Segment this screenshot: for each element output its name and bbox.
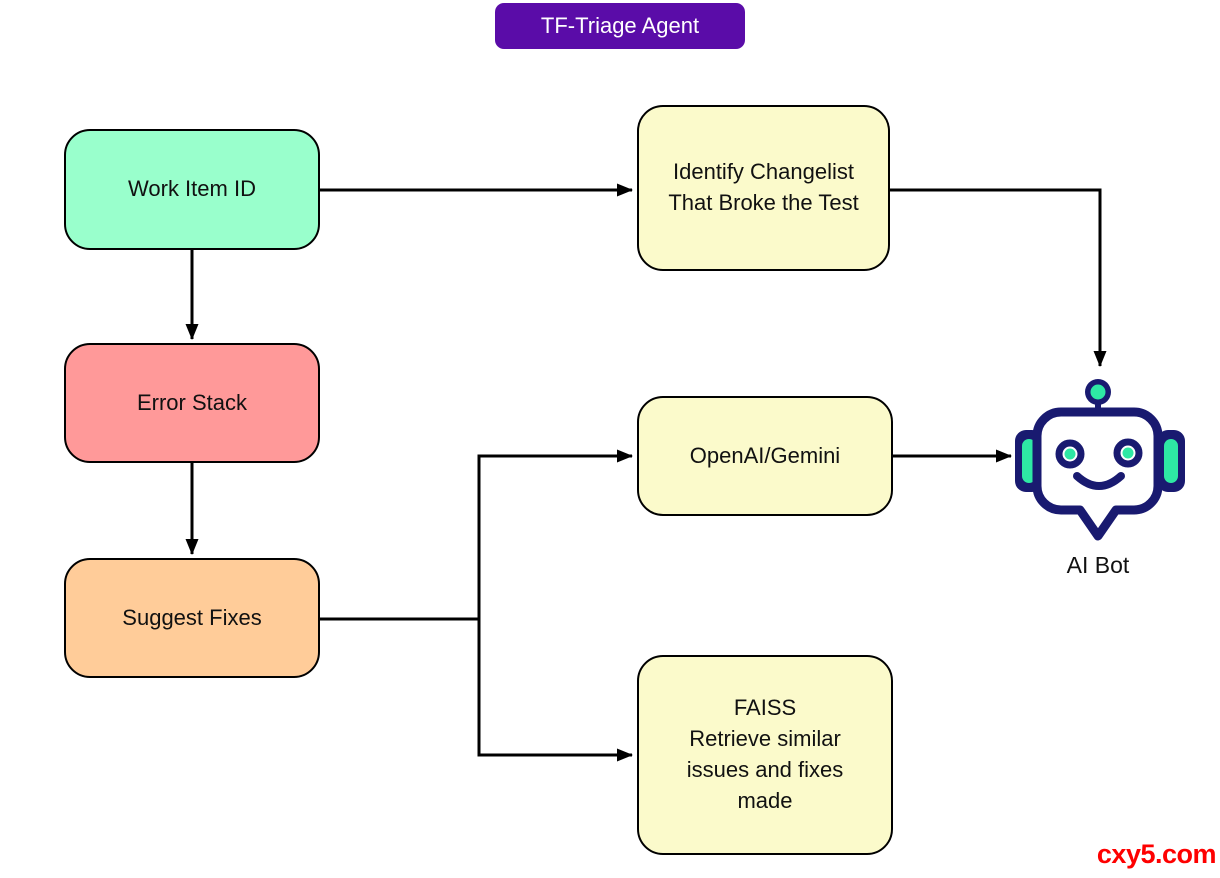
ai-bot-label: AI Bot bbox=[1066, 551, 1130, 578]
node-work-item-id: Work Item ID bbox=[64, 129, 320, 250]
edge-suggestfixes-to-openai bbox=[477, 449, 633, 619]
node-identify-changelist: Identify Changelist That Broke the Test bbox=[637, 105, 890, 271]
node-error-stack: Error Stack bbox=[64, 343, 320, 463]
node-openai-gemini: OpenAI/Gemini bbox=[637, 396, 893, 516]
diagram-title: TF-Triage Agent bbox=[495, 3, 745, 49]
node-suggest-fixes: Suggest Fixes bbox=[64, 558, 320, 678]
robot-icon bbox=[1015, 379, 1185, 541]
ai-bot-icon bbox=[1010, 370, 1190, 570]
edge-identify-to-bot bbox=[890, 188, 1107, 367]
node-faiss: FAISS Retrieve similar issues and fixes … bbox=[637, 655, 893, 855]
watermark-text: cxy5.com bbox=[1096, 839, 1217, 869]
edge-suggestfixes-to-faiss bbox=[477, 619, 633, 762]
